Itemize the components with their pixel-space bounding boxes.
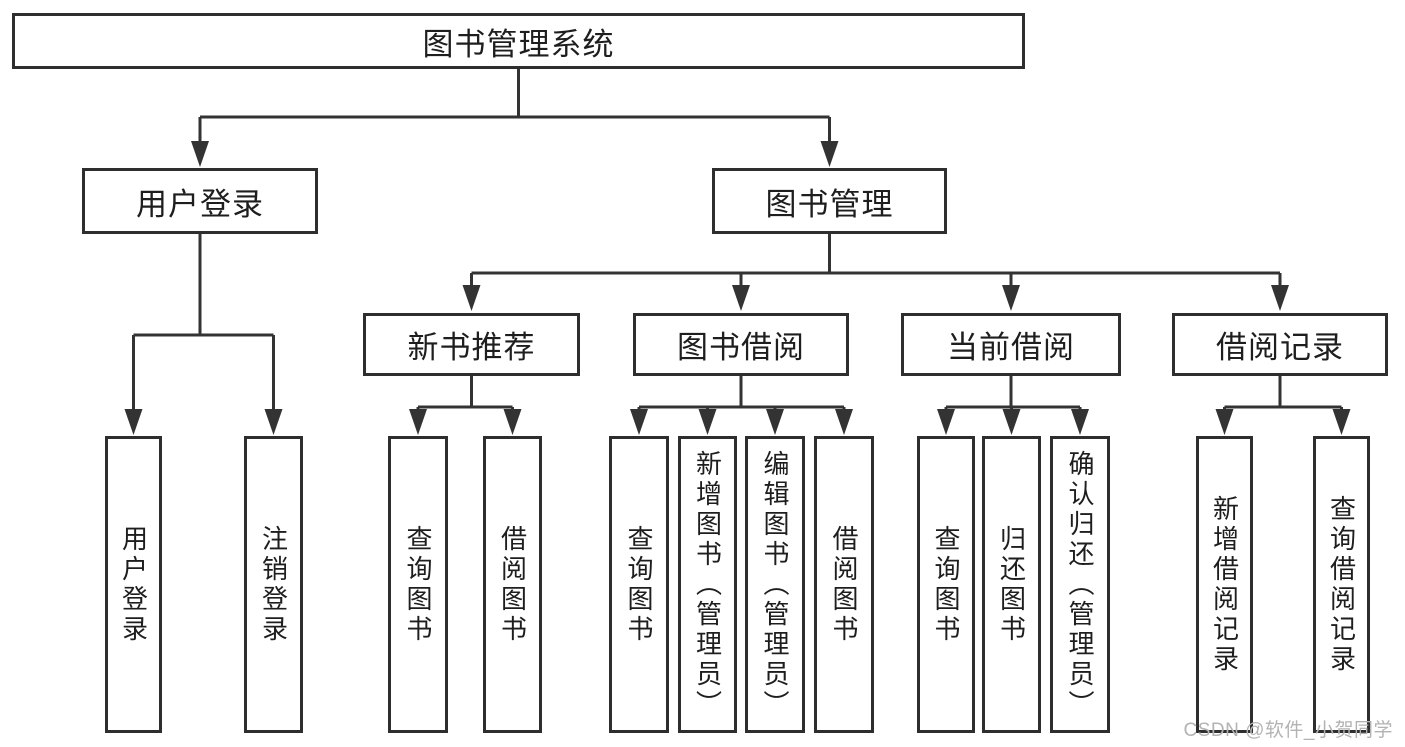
node-leaf-logout: 注销登录 — [244, 436, 303, 733]
node-leaf-query-books-recommend: 查询图书 — [388, 436, 448, 733]
node-borrow-records: 借阅记录 — [1172, 313, 1388, 376]
node-new-book-recommend: 新书推荐 — [363, 313, 580, 376]
node-leaf-confirm-return-admin: 确认归还（管理员） — [1050, 436, 1110, 733]
node-current-borrow: 当前借阅 — [901, 313, 1121, 376]
node-leaf-query-books-borrow: 查询图书 — [609, 436, 669, 733]
arrowheads — [124, 141, 1351, 435]
node-book-management: 图书管理 — [712, 168, 947, 234]
node-leaf-add-borrow-record: 新增借阅记录 — [1196, 436, 1253, 733]
node-leaf-return-books: 归还图书 — [982, 436, 1041, 733]
node-user-login: 用户登录 — [82, 168, 318, 234]
node-leaf-query-borrow-record: 查询借阅记录 — [1313, 436, 1370, 733]
node-root-system: 图书管理系统 — [12, 13, 1025, 69]
node-book-borrow: 图书借阅 — [633, 313, 849, 376]
node-leaf-add-books-admin: 新增图书（管理员） — [678, 436, 737, 733]
connector-lines — [132, 69, 1343, 418]
watermark: CSDN @软件_小贺同学 — [1183, 720, 1393, 741]
node-leaf-user-login-action: 用户登录 — [105, 436, 162, 733]
node-leaf-borrow-books: 借阅图书 — [814, 436, 874, 733]
node-leaf-edit-books-admin: 编辑图书（管理员） — [745, 436, 805, 733]
node-leaf-query-books-current: 查询图书 — [917, 436, 975, 733]
node-leaf-borrow-books-recommend: 借阅图书 — [483, 436, 542, 733]
